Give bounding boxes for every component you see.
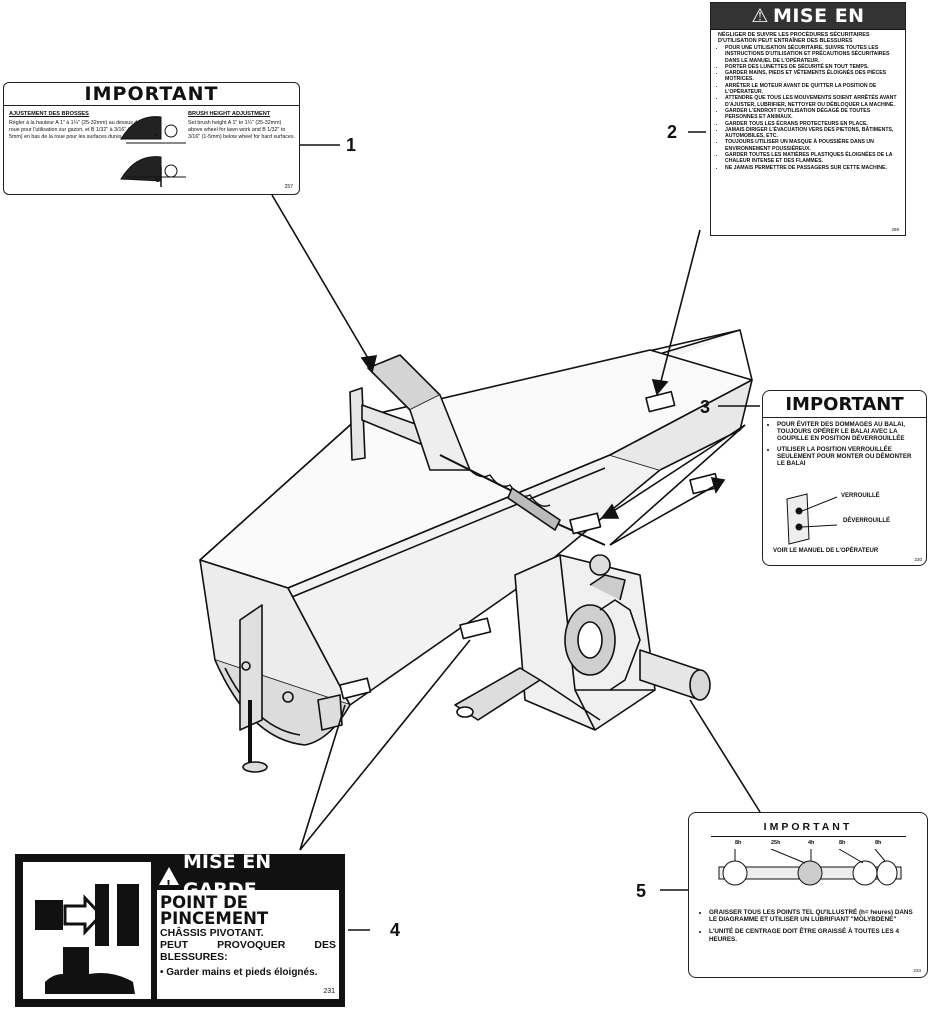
pinch-point-pictogram <box>23 862 151 999</box>
callout-3: 3 <box>700 397 711 417</box>
decal5-list: GRAISSER TOUS LES POINTS TEL QU'ILLUSTRÉ… <box>689 909 927 948</box>
callout-2: 2 <box>667 122 678 142</box>
decal3-item: POUR ÉVITER DES DOMMAGES AU BALAI, TOUJO… <box>777 421 920 442</box>
decal5-title: IMPORTANT <box>763 821 853 833</box>
lock-pin-illustration <box>786 493 838 545</box>
decal-lock-pin: IMPORTANT POUR ÉVITER DES DOMMAGES AU BA… <box>762 390 927 566</box>
decal-lubrication: IMPORTANT 8h 25h 4h 8h 8h GRAISSER TOUS … <box>688 812 928 978</box>
decal2-list: POUR UNE UTILISATION SÉCURITAIRE, SUIVRE… <box>711 45 905 171</box>
decal2-title-bar: ⚠MISE EN GARDE <box>711 3 905 53</box>
decal5-hour-label: 8h <box>735 840 742 846</box>
decal2-intro: NÉGLIGER DE SUIVRE LES PROCÉDURES SÉCURI… <box>718 32 870 44</box>
decal4-line2: CHÂSSIS PIVOTANT. <box>160 927 264 939</box>
decal3-part-number: 230 <box>914 557 922 562</box>
decal2-title: MISE EN GARDE <box>769 5 865 53</box>
decal3-title: IMPORTANT <box>763 394 926 418</box>
decal2-item: GARDER L'ENDROIT D'UTILISATION DÉGAGÉ DE… <box>725 108 899 121</box>
decal5-hour-label: 4h <box>808 840 815 846</box>
decal2-item: GARDER TOUS LES ÉCRANS PROTECTEURS EN PL… <box>725 121 899 127</box>
decal2-item: JAMAIS DIRIGER L'ÉVACUATION VERS DES PIE… <box>725 127 899 140</box>
decal3-list: POUR ÉVITER DES DOMMAGES AU BALAI, TOUJO… <box>763 421 926 467</box>
brush-height-illustration <box>120 116 186 187</box>
decal4-part-number: 231 <box>323 988 335 995</box>
decal1-title: IMPORTANT <box>4 83 299 106</box>
callout-5: 5 <box>636 881 647 901</box>
decal5-item: GRAISSER TOUS LES POINTS TEL QU'ILLUSTRÉ… <box>709 909 919 923</box>
decal5-divider <box>711 836 906 837</box>
decal4-title-bar: ! MISE EN GARDE <box>157 851 339 901</box>
callout-1: 1 <box>346 135 357 155</box>
decal1-en-heading: BRUSH HEIGHT ADJUSTMENT <box>188 111 271 117</box>
decal2-item: PORTER DES LUNETTES DE SÉCURITÉ EN TOUT … <box>725 64 899 70</box>
decal2-item: POUR UNE UTILISATION SÉCURITAIRE, SUIVRE… <box>725 45 899 64</box>
decal4-line3: PEUT PROVOQUER DES BLESSURES: <box>160 939 336 963</box>
decal5-part-number: 233 <box>913 968 921 973</box>
decal4-title: MISE EN GARDE <box>183 851 272 901</box>
decal2-item: GARDER TOUTES LES MATIÈRES PLASTIQUES ÉL… <box>725 152 899 165</box>
decal-brush-height: IMPORTANT AJUSTEMENT DES BROSSES Régler … <box>3 82 300 195</box>
decal1-label-a: A <box>154 133 158 139</box>
decal2-part-number: 289 <box>891 227 899 232</box>
decal2-item: GARDER MAINS, PIEDS ET VÊTEMENTS ÉLOIGNÉ… <box>725 70 899 83</box>
decal3-unlocked-label: DÉVERROUILLÉ <box>843 518 891 524</box>
pinch-point-text-panel: ! MISE EN GARDE POINT DE PINCEMENT CHÂSS… <box>157 851 339 999</box>
decal5-item: L'UNITÉ DE CENTRAGE DOIT ÊTRE GRAISSÉ À … <box>709 928 919 942</box>
decal5-hour-label: 8h <box>839 840 846 846</box>
decal-safety-warning: ⚠MISE EN GARDE NÉGLIGER DE SUIVRE LES PR… <box>710 2 906 236</box>
warning-triangle-icon: ⚠ <box>751 5 769 27</box>
decal1-label-b: B <box>156 178 160 184</box>
drive-shaft-grease-diagram <box>718 849 902 886</box>
decal-pinch-point: ! MISE EN GARDE POINT DE PINCEMENT CHÂSS… <box>15 851 345 1007</box>
decal4-line1: POINT DE PINCEMENT <box>160 893 269 928</box>
decal2-item: TOUJOURS UTILISER UN MASQUE À POUSSIÈRE … <box>725 139 899 152</box>
decal2-item: NE JAMAIS PERMETTRE DE PASSAGERS SUR CET… <box>725 165 899 171</box>
decal3-locked-label: VERROUILLÉ <box>841 493 880 499</box>
decal3-footer: VOIR LE MANUEL DE L'OPÉRATEUR <box>773 548 879 554</box>
decal1-fr-text: Régler à la hauteur A 1" à 1¼" (25-32mm)… <box>9 120 146 140</box>
warning-triangle-icon: ! <box>159 867 179 891</box>
decal3-item: UTILISER LA POSITION VERROUILLÉE SEULEME… <box>777 446 920 467</box>
boot-crush-icon <box>35 884 139 994</box>
decal5-hour-label: 8h <box>875 840 882 846</box>
decal2-item: ARRÊTER LE MOTEUR AVANT DE QUITTER LA PO… <box>725 83 899 96</box>
decal4-bullet: • Garder mains et pieds éloignés. <box>160 967 318 978</box>
decal1-part-number: 257 <box>284 184 293 190</box>
decal1-fr-heading: AJUSTEMENT DES BROSSES <box>9 111 89 117</box>
decal2-item: ATTENDRE QUE TOUS LES MOUVEMENTS SOIENT … <box>725 95 899 108</box>
decal1-en-text: Set brush height A 1" to 1¼" (25-32mm) a… <box>188 120 295 140</box>
decal5-hour-label: 25h <box>771 840 781 846</box>
callout-4: 4 <box>390 920 401 940</box>
